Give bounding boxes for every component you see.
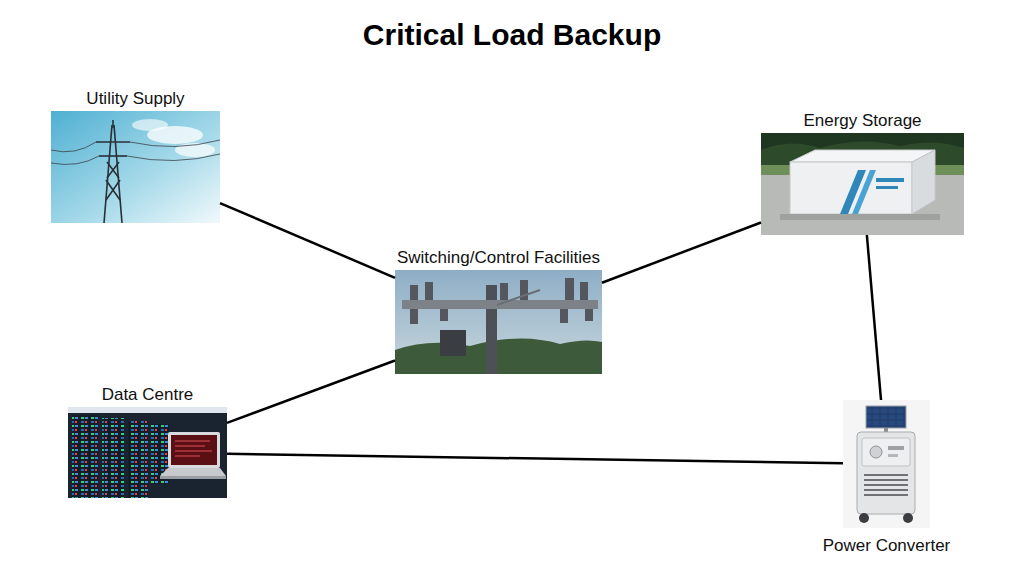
converter-unit-photo [843,400,930,528]
connector-line [220,203,395,278]
title-area: Critical Load Backup [0,18,1024,52]
node-label: Switching/Control Facilities [397,248,600,268]
photo-node: Energy Storage [761,133,964,235]
node-label-group: Switching/Control Facilities [397,248,600,268]
node-label: Data Centre [102,385,194,405]
battery-container-photo [761,133,964,235]
node-label-group: Power Converter [823,536,951,556]
diagram-title: Critical Load Backup [363,18,661,51]
switchgear-photo [395,270,602,374]
connector-line [227,360,395,422]
connector-line [602,222,761,282]
node-label: Utility Supply [86,89,184,109]
pylon-photo [51,111,220,223]
server-room-photo [68,407,227,498]
photo-node: Power Converter [843,400,930,528]
photo-node: Data Centre [68,407,227,498]
node-label-group: Data Centre [102,385,194,405]
node-label: Energy Storage [803,111,921,131]
node-label-group: Energy Storage [803,111,921,131]
photo-node: Utility Supply [51,111,220,223]
connector-line [227,454,843,464]
photo-node: Switching/Control Facilities [395,270,602,374]
node-label: Power Converter [823,536,951,556]
connector-line [867,235,881,400]
node-label-group: Utility Supply [86,89,184,109]
